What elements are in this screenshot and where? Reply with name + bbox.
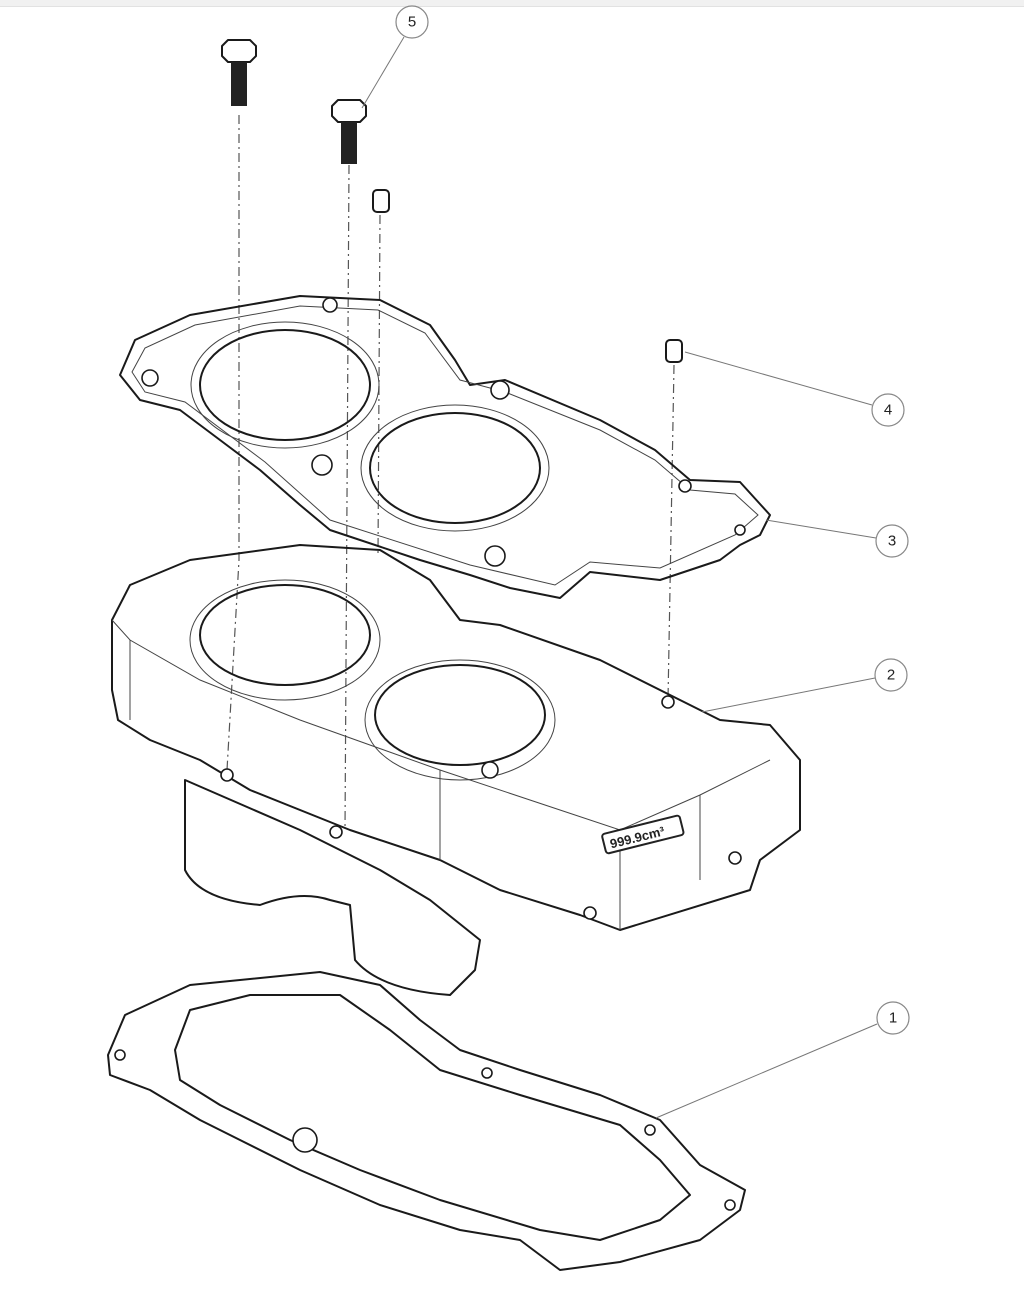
svg-text:2: 2: [887, 667, 895, 684]
svg-text:5: 5: [408, 14, 416, 31]
top-border: [0, 0, 1024, 7]
callout-3[interactable]: 3: [875, 524, 909, 558]
callout-2[interactable]: 2: [874, 658, 908, 692]
alignment-lines: [226, 115, 675, 831]
callout-5[interactable]: 5: [395, 5, 429, 39]
svg-text:3: 3: [888, 533, 896, 550]
callout-1[interactable]: 1: [876, 1001, 910, 1035]
bolt-part: [221, 39, 257, 106]
dowel-pin-part: [665, 339, 683, 363]
dowel-pin-part: [372, 189, 390, 213]
svg-text:1: 1: [889, 1010, 897, 1027]
base-gasket-part: [107, 971, 746, 1271]
leader-lines: [361, 36, 878, 1119]
bolt-part: [331, 99, 367, 164]
head-gasket-part: [119, 295, 771, 599]
callout-4[interactable]: 4: [871, 393, 905, 427]
cylinder-part: 999.9cm³: [111, 544, 801, 996]
svg-text:4: 4: [884, 402, 892, 419]
